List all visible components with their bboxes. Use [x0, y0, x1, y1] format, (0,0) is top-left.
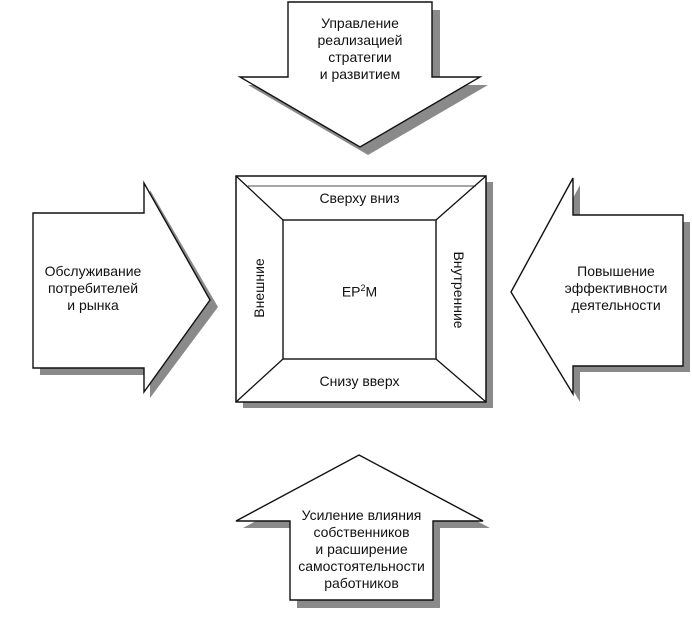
left-arrow-line: потребителей — [47, 280, 139, 296]
left-arrow-label: Обслуживание потребителей и рынка — [33, 263, 153, 314]
bottom-arrow-label: Усиление влияния собственников и расшире… — [290, 507, 433, 592]
right-arrow-line: деятельности — [571, 297, 661, 313]
top-arrow-line: Управление — [321, 15, 399, 31]
frame-bottom-label: Снизу вверх — [319, 373, 400, 389]
frame-right-label: Внутренние — [451, 251, 467, 329]
bevel-top-right — [435, 175, 487, 221]
bottom-arrow-line: Усиление влияния — [301, 507, 422, 523]
bottom-arrow-line: и расширение — [315, 541, 408, 557]
left-arrow — [32, 180, 211, 395]
right-arrow — [510, 177, 684, 397]
top-arrow — [237, 1, 483, 148]
frame-left-label: Внешние — [251, 258, 267, 318]
top-arrow-label: Управление реализацией стратегии и разви… — [288, 15, 432, 83]
right-arrow-line: Повышение — [577, 263, 655, 279]
right-arrow-label: Повышение эффективности деятельности — [556, 263, 676, 314]
bottom-arrow-line: самостоятельности — [298, 558, 425, 574]
center-label-sup: 2 — [360, 283, 366, 293]
bevel-bottom-right — [435, 358, 487, 403]
bevel-top-left — [235, 175, 284, 221]
center-label: EP2M — [283, 280, 436, 301]
bevel-bottom-left — [235, 358, 284, 403]
left-arrow-line: Обслуживание — [44, 263, 142, 279]
center-label-suffix: M — [365, 283, 378, 300]
top-arrow-line: реализацией — [317, 32, 403, 48]
bottom-arrow-line: работников — [324, 575, 399, 591]
bottom-arrow — [235, 454, 484, 601]
top-arrow-line: стратегии — [328, 49, 392, 65]
bottom-arrow-line: собственников — [313, 524, 410, 540]
center-label-prefix: EP — [341, 283, 361, 300]
frame-top-label: Сверху вниз — [319, 190, 400, 206]
top-arrow-line: и развитием — [319, 66, 401, 82]
right-arrow-line: эффективности — [564, 280, 668, 296]
inner-square — [282, 219, 437, 360]
left-arrow-line: и рынка — [67, 297, 119, 313]
